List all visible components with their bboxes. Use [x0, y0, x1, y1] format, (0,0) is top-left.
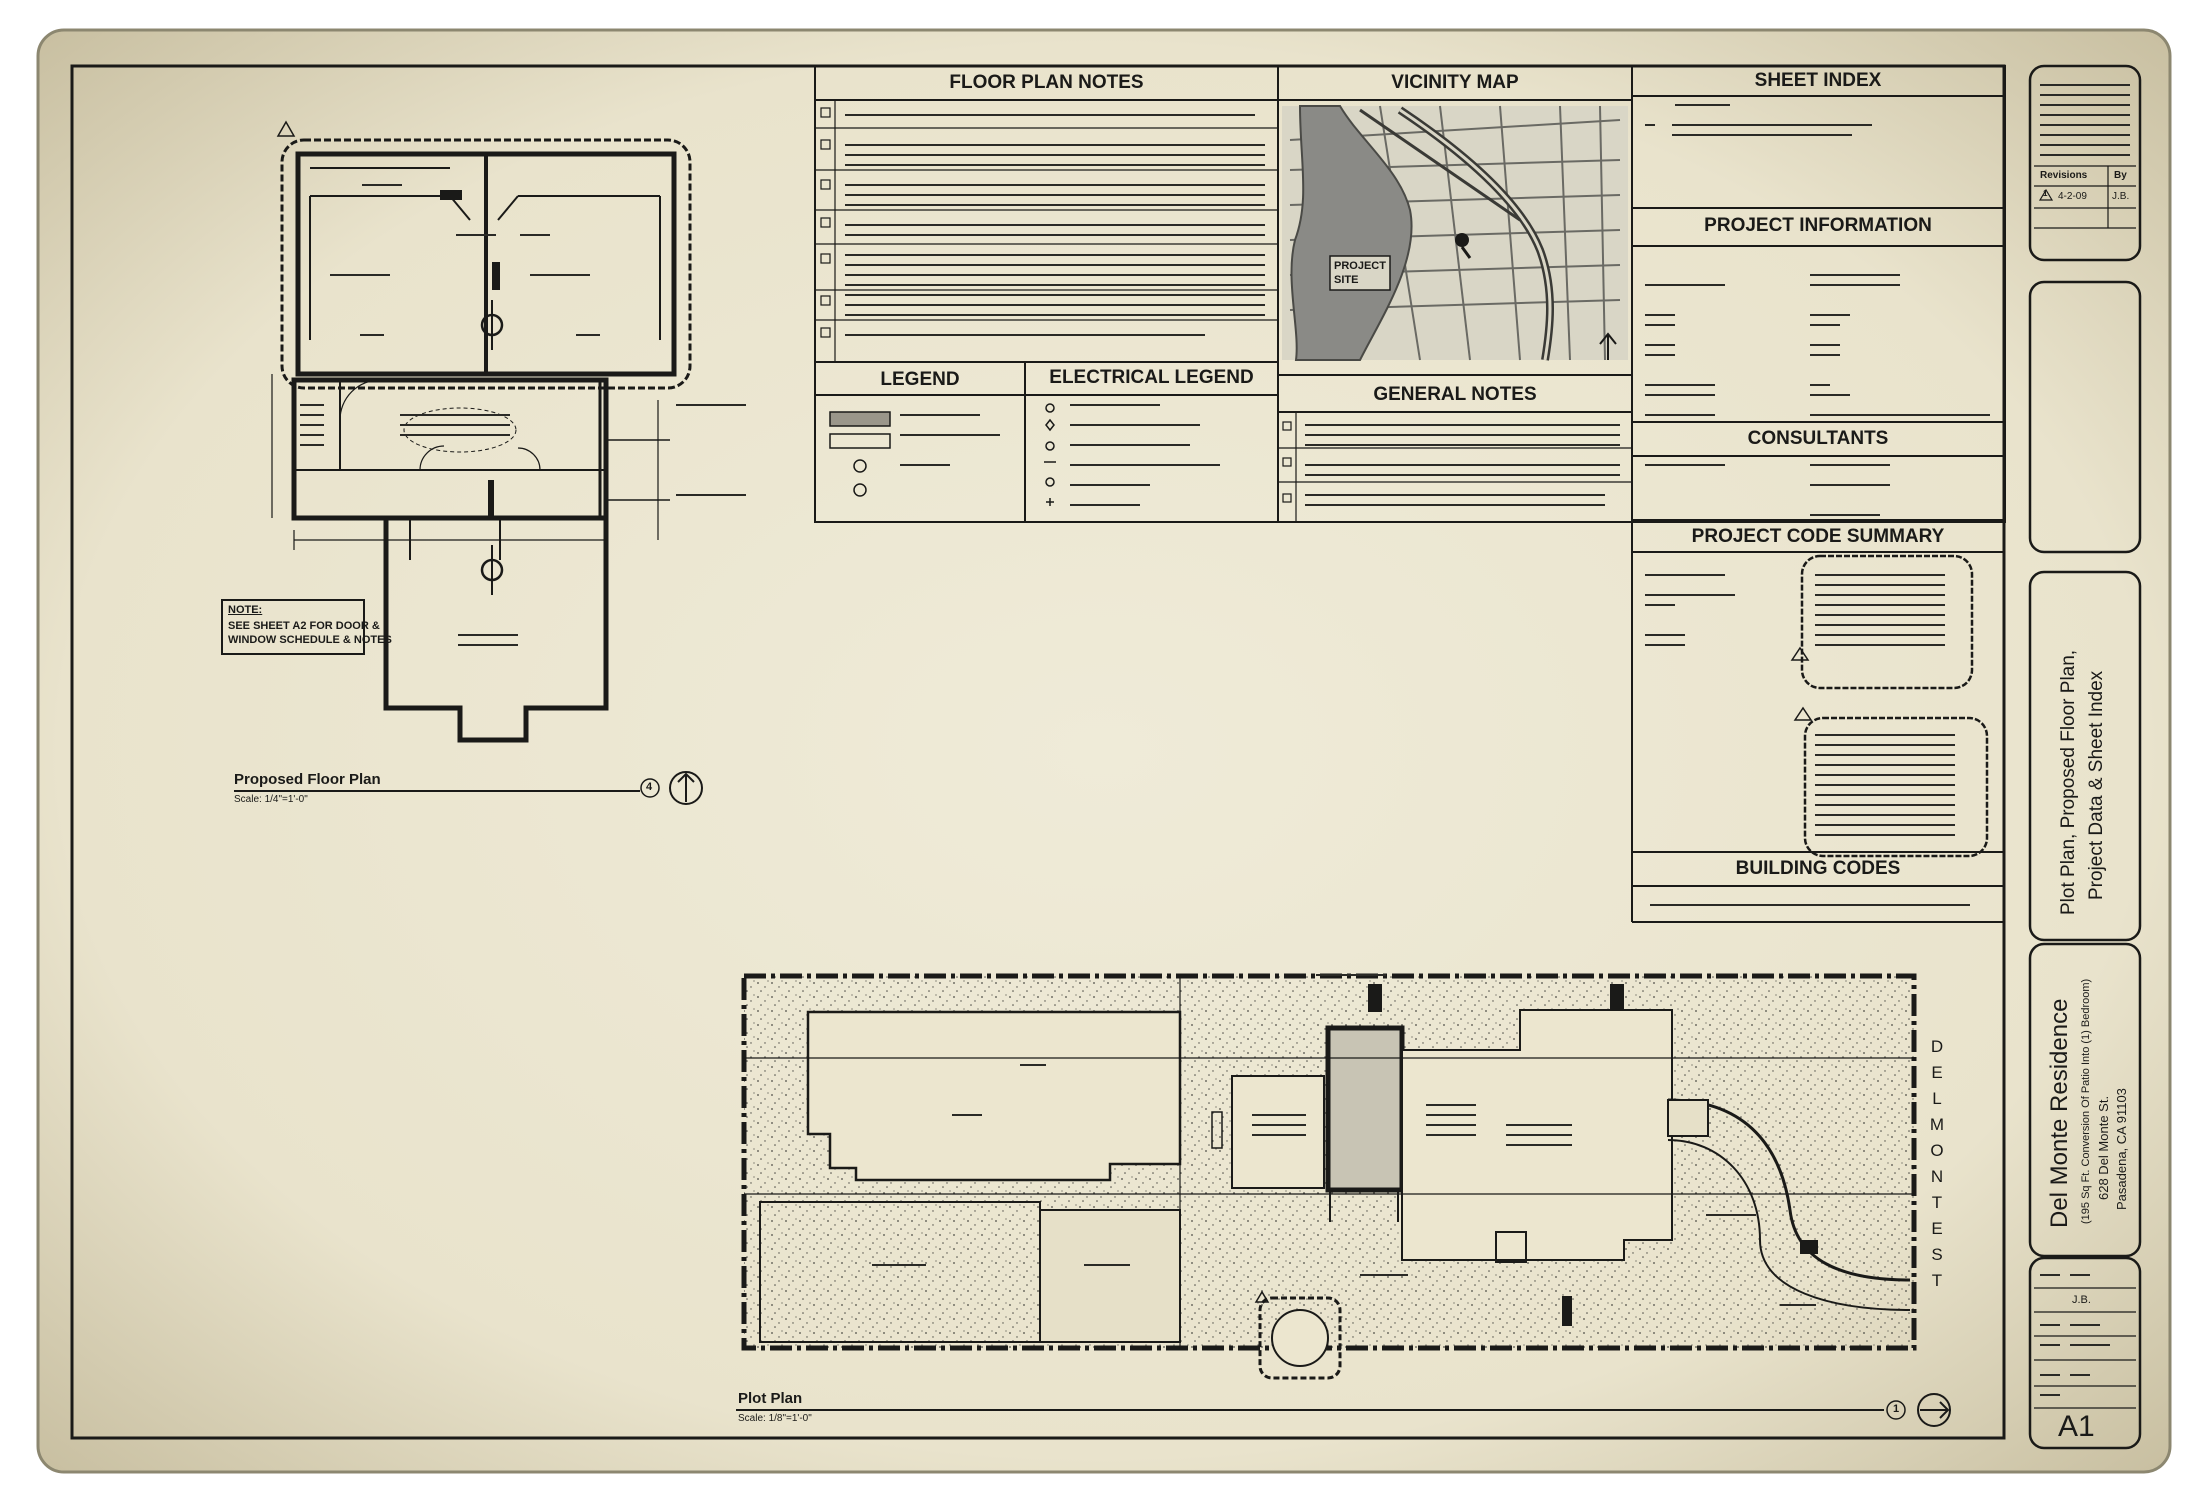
- general-notes-rows: [1278, 412, 1632, 522]
- floor-plan-note-heading: NOTE:: [228, 604, 263, 616]
- revision-table: [2034, 165, 2136, 229]
- plot-plan-title: Plot Plan: [738, 1390, 803, 1407]
- sheet-number: A1: [2058, 1410, 2095, 1443]
- consultants-text: [1645, 462, 1900, 516]
- proposed-floor-plan: [271, 120, 692, 743]
- revision-date: 4-2-09: [2058, 191, 2087, 202]
- electrical-legend-symbols: [1044, 403, 1220, 508]
- title-block-boxes: [2028, 64, 2142, 1450]
- address-line-1: 628 Del Monte St.: [2096, 1095, 2111, 1200]
- sheet-index-header: SHEET INDEX: [1754, 70, 1882, 91]
- project-information-header: PROJECT INFORMATION: [1704, 215, 1932, 236]
- general-notes-text: [1305, 420, 1620, 512]
- legend-header: LEGEND: [880, 369, 960, 390]
- vicinity-map: [1282, 105, 1628, 361]
- code-summary-clouds: [1790, 554, 1989, 858]
- floor-plan-detail-marker: [640, 778, 660, 798]
- floor-plan-note-box: [221, 599, 365, 655]
- plot-plan-scale: Scale: 1/8"=1'-0": [738, 1413, 812, 1424]
- sheet-title-line-2: Project Data & Sheet Index: [2086, 670, 2107, 900]
- floor-plan-notes-text: [845, 108, 1265, 336]
- project-code-summary-header: PROJECT CODE SUMMARY: [1691, 526, 1945, 547]
- floor-plan-notes-header: FLOOR PLAN NOTES: [949, 72, 1144, 93]
- building-codes-text: [1650, 896, 1970, 912]
- consultants-header: CONSULTANTS: [1747, 428, 1889, 449]
- floor-plan-labels: [300, 178, 746, 646]
- legend-symbols: [829, 411, 1000, 497]
- vicinity-project-label: PROJECT: [1334, 260, 1386, 272]
- notes-tables: [814, 65, 2006, 923]
- sheet-info-rows: [2034, 1287, 2136, 1409]
- floor-plan-detail-number: 4: [646, 781, 653, 793]
- project-description: (195 Sq Ft. Conversion Of Patio Into (1)…: [2080, 978, 2092, 1224]
- floor-plan-note-line-2: WINDOW SCHEDULE & NOTES: [228, 634, 392, 646]
- building-codes-header: BUILDING CODES: [1735, 858, 1901, 879]
- electrical-legend-header: ELECTRICAL LEGEND: [1049, 367, 1254, 388]
- floor-plan-title: Proposed Floor Plan: [234, 771, 381, 788]
- project-code-summary-text: [1645, 556, 1955, 842]
- revision-number: 1: [2043, 189, 2048, 198]
- floor-plan-scale: Scale: 1/4"=1'-0": [234, 794, 308, 805]
- project-name: Del Monte Residence: [2046, 998, 2073, 1228]
- project-information-text: [1645, 256, 1990, 416]
- sheet-info-text: [2040, 1270, 2110, 1400]
- north-arrow-icon: [669, 771, 703, 805]
- vicinity-site-label: SITE: [1334, 274, 1359, 286]
- sheet-title-line-1: Plot Plan, Proposed Floor Plan,: [2058, 649, 2079, 915]
- vicinity-map-header: VICINITY MAP: [1391, 72, 1519, 93]
- plot-plan-detail-marker: [1886, 1400, 1906, 1420]
- revision-label: Revisions: [2040, 170, 2088, 181]
- revision-by: J.B.: [2112, 191, 2130, 202]
- street-name-label: DEL MONTE ST: [1929, 1037, 1947, 1290]
- drawn-by-value: J.B.: [2072, 1294, 2091, 1306]
- revision-by-label: By: [2114, 170, 2127, 181]
- general-notes-header: GENERAL NOTES: [1373, 384, 1537, 405]
- plot-plan-labels: [872, 970, 1816, 1334]
- plot-plan-detail-number: 1: [1893, 1403, 1900, 1415]
- floor-plan-note-line-1: SEE SHEET A2 FOR DOOR &: [228, 620, 380, 632]
- plot-north-arrow-icon: [1917, 1393, 1951, 1427]
- plot-plan: [741, 973, 1917, 1380]
- address-line-2: Pasadena, CA 91103: [2114, 1088, 2129, 1210]
- revision-notes-text: [2040, 76, 2130, 160]
- floor-plan-notes-rows: [815, 100, 1278, 362]
- sheet-index-text: [1645, 102, 1872, 154]
